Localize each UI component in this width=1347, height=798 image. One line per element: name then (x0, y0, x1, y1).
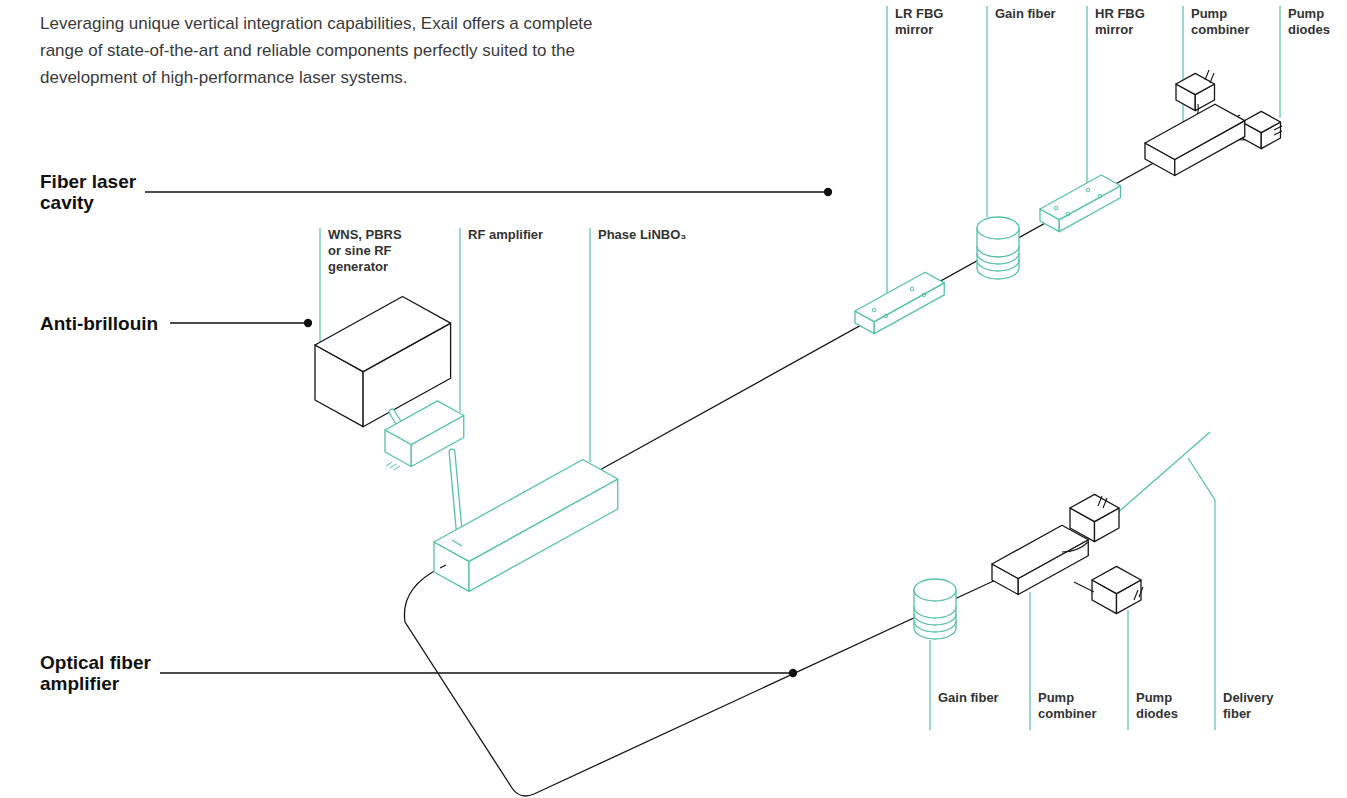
part-label: Phase LiNBO₃ (598, 227, 686, 243)
intro-paragraph: Leveraging unique vertical integration c… (40, 10, 620, 91)
part-label: Pump combiner (1191, 6, 1255, 38)
group-label: Optical fiber amplifier (40, 652, 170, 694)
pump-diode (1176, 73, 1215, 110)
part-label: LR FBG mirror (895, 6, 949, 38)
part-label: Delivery fiber (1223, 690, 1285, 722)
rf-cable (452, 452, 460, 540)
fbg-mirror (855, 272, 944, 333)
pump-diode (1092, 566, 1141, 613)
pump-combiner (992, 525, 1088, 594)
phase-modulator (434, 460, 618, 592)
part-label: RF amplifier (468, 227, 543, 243)
part-label: Gain fiber (938, 690, 1012, 706)
part-label: Pump diodes (1136, 690, 1188, 722)
group-label: Anti-brillouin (40, 313, 158, 334)
amplifier-pins (386, 462, 400, 470)
rf-cable (452, 452, 460, 540)
pump-combiner (1145, 104, 1245, 175)
part-label: Pump diodes (1288, 6, 1340, 38)
fbg-mirror (1040, 175, 1121, 232)
modulator-port (452, 540, 462, 546)
part-leaders (320, 6, 1280, 730)
gain-fiber-spool (914, 579, 956, 639)
delivery-fiber (1075, 432, 1210, 550)
gain-fiber-spool (977, 217, 1019, 279)
part-label: WNS, PBRS or sine RF generator (328, 227, 414, 275)
pump-diode (1070, 494, 1119, 541)
part-label: Gain fiber (995, 6, 1069, 22)
group-label: Fiber laser cavity (40, 171, 152, 213)
diode-pins (1062, 496, 1143, 600)
fbg-screws (872, 287, 926, 318)
optical-fiber (404, 115, 1240, 796)
optical-fiber (440, 565, 446, 568)
part-label: Pump combiner (1038, 690, 1102, 722)
group-leaders (145, 189, 832, 677)
part-label: HR FBG mirror (1095, 6, 1153, 38)
